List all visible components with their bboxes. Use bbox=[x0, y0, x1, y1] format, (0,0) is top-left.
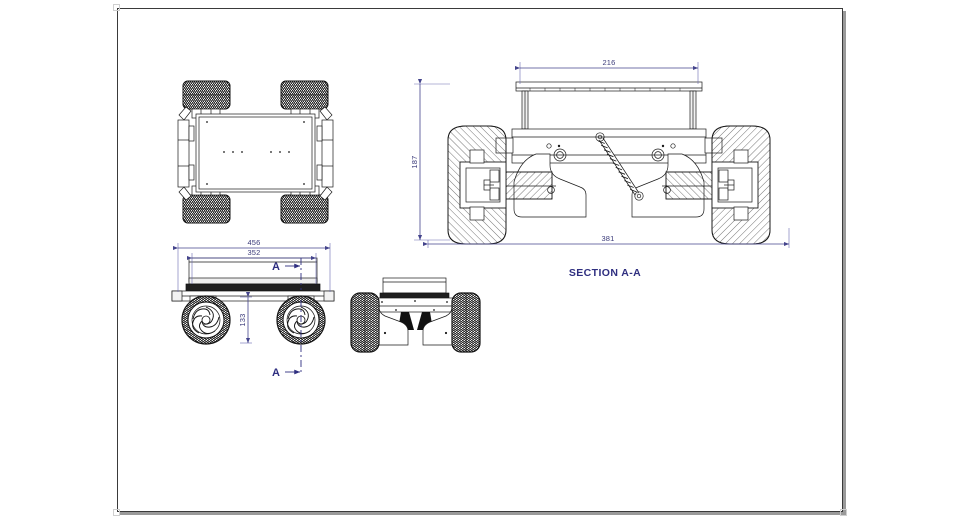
corner-tick-tl bbox=[113, 4, 120, 11]
front-payload-box bbox=[188, 257, 318, 285]
section-mark-a-bottom: A bbox=[272, 367, 280, 379]
section-wheel-right bbox=[711, 125, 771, 245]
wheel-top-rear-left bbox=[182, 194, 231, 224]
dim-352-text: 352 bbox=[247, 248, 260, 257]
corner-tick-bl bbox=[113, 509, 120, 516]
section-mark-a-top: A bbox=[272, 261, 280, 273]
section-top-platform bbox=[515, 81, 703, 130]
section-aa-label: SECTION A-A bbox=[569, 267, 641, 279]
dim-456: 456 bbox=[172, 238, 331, 292]
view-side bbox=[350, 277, 481, 353]
dim-216-text: 216 bbox=[602, 58, 615, 67]
dim-352: 352 bbox=[186, 248, 317, 284]
dim-133: 133 bbox=[238, 291, 252, 344]
dim-133-text: 133 bbox=[238, 313, 247, 326]
top-chassis-plate bbox=[195, 113, 316, 193]
front-wheel-left bbox=[181, 295, 231, 345]
wheel-top-rear-right bbox=[280, 194, 329, 224]
top-left-rail bbox=[177, 106, 195, 201]
wheel-top-front-left bbox=[182, 80, 231, 110]
view-section-aa: 216 187 381 SECTION A-A bbox=[410, 58, 790, 279]
dim-187: 187 bbox=[410, 78, 450, 241]
section-shock-absorber bbox=[595, 132, 644, 201]
sheet-border bbox=[117, 8, 843, 512]
side-chassis bbox=[368, 297, 462, 313]
top-right-rail bbox=[316, 106, 334, 201]
dim-381-text: 381 bbox=[601, 234, 614, 243]
dim-216: 216 bbox=[514, 58, 699, 84]
view-front: 456 352 133 A A bbox=[171, 238, 335, 379]
dim-187-text: 187 bbox=[410, 155, 419, 168]
section-cut-line: A A bbox=[272, 258, 302, 379]
section-wheel-left bbox=[447, 125, 507, 245]
dim-381: 381 bbox=[422, 228, 790, 248]
side-payload-box bbox=[379, 277, 450, 299]
dim-456-text: 456 bbox=[247, 238, 260, 247]
corner-tick-br bbox=[840, 509, 847, 516]
side-wheel-left bbox=[350, 292, 380, 353]
view-top bbox=[177, 80, 334, 224]
wheel-top-front-right bbox=[280, 80, 329, 110]
side-suspension-arms bbox=[364, 306, 467, 346]
side-wheel-right bbox=[451, 292, 481, 353]
